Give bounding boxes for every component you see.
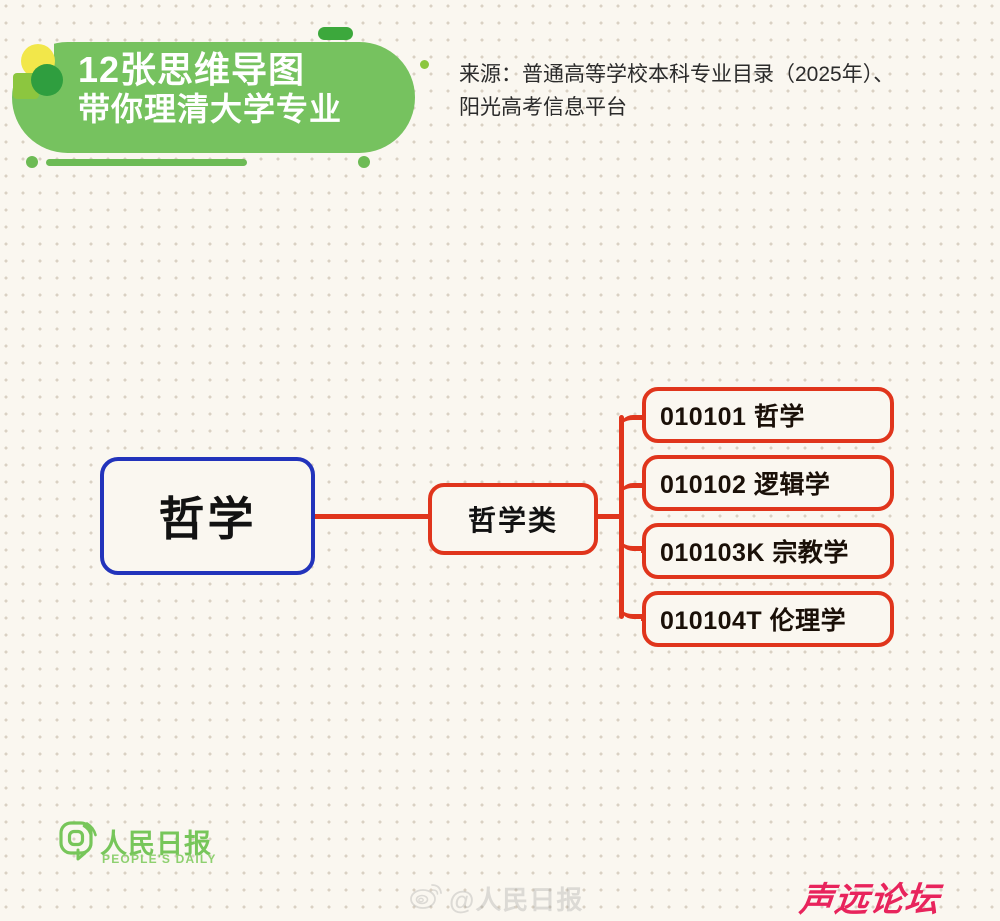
banner-title: 12张思维导图 带你理清大学专业 (78, 49, 408, 127)
decoration-bar-top (318, 27, 353, 40)
mindmap-leaf-node[interactable]: 010104T 伦理学 (642, 591, 894, 647)
connector-elbow-leaf-1 (619, 415, 647, 519)
source-line-1: 来源：普通高等学校本科专业目录（2025年）、 (459, 63, 895, 86)
banner-background-shape (12, 42, 415, 153)
source-credit: 来源：普通高等学校本科专业目录（2025年）、 阳光高考信息平台 (459, 58, 979, 124)
banner-title-line2: 带你理清大学专业 (78, 91, 343, 127)
banner-title-line1: 12张思维导图 (78, 49, 306, 90)
mindmap-node-category[interactable]: 哲学类 (428, 483, 598, 555)
mindmap-leaf-label: 010102 逻辑学 (660, 471, 831, 499)
mindmap-leaf-node[interactable]: 010101 哲学 (642, 387, 894, 443)
peoples-daily-logo-chinese: 人民日报 (100, 829, 212, 859)
decoration-dot-banner-right (420, 60, 429, 69)
source-line-2: 阳光高考信息平台 (459, 96, 627, 119)
decoration-dark-green-circle (31, 64, 63, 96)
weibo-handle: @人民日报 (449, 885, 584, 915)
mindmap-leaf-node[interactable]: 010102 逻辑学 (642, 455, 894, 511)
connector-root-to-category (314, 514, 430, 519)
peoples-daily-logo: 人民日报 PEOPLE'S DAILY (58, 820, 238, 876)
brand-logo: 声远论坛 (797, 881, 942, 919)
connector-elbow-leaf-4 (619, 514, 647, 619)
mindmap-leaf-label: 010104T 伦理学 (660, 607, 847, 635)
connector-elbow-leaf-2 (619, 483, 647, 519)
mindmap-leaf-label: 010103K 宗教学 (660, 539, 849, 567)
connector-elbow-leaf-3 (619, 514, 647, 551)
decoration-underline-bar (46, 159, 247, 166)
mindmap-leaf-label: 010101 哲学 (660, 403, 805, 431)
header-banner: 12张思维导图 带你理清大学专业 (0, 0, 470, 180)
mindmap-node-root-label: 哲学 (158, 493, 257, 545)
connector-category-stub (596, 514, 624, 519)
decoration-dot-underline-left (26, 156, 38, 168)
peoples-daily-logo-english: PEOPLE'S DAILY (102, 852, 217, 866)
weibo-icon (410, 882, 444, 915)
decoration-dot-underline-right (358, 156, 370, 168)
mindmap-node-root[interactable]: 哲学 (100, 457, 315, 575)
at-sign-icon (58, 820, 98, 862)
mindmap-node-category-label: 哲学类 (467, 505, 558, 536)
weibo-watermark: @人民日报 (410, 880, 583, 917)
mindmap-leaf-node[interactable]: 010103K 宗教学 (642, 523, 894, 579)
